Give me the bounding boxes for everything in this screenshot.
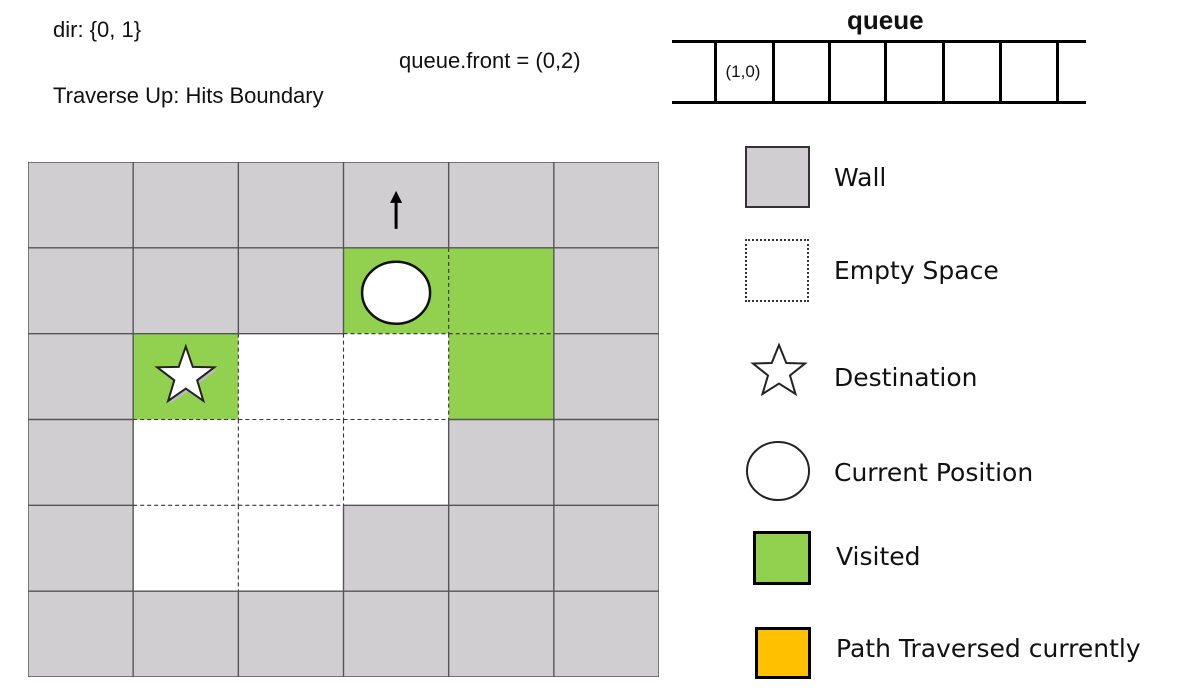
maze-grid-svg	[28, 162, 659, 677]
grid-cell-wall	[28, 247, 134, 334]
grid-cell-wall	[448, 591, 554, 677]
legend-path-label: Path Traversed currently	[836, 634, 1141, 663]
grid-cell-wall	[133, 247, 239, 334]
grid-cell-visited	[448, 247, 554, 334]
direction-arrow-up-icon	[390, 190, 403, 203]
current-position-circle	[360, 260, 432, 325]
grid-cell-wall	[343, 505, 449, 592]
grid-cell-wall	[133, 591, 239, 677]
legend-star-icon	[750, 342, 808, 397]
grid-cell-wall	[238, 591, 344, 677]
grid-cell-wall	[553, 333, 659, 420]
grid-cell-wall	[238, 162, 344, 248]
legend-wall-label: Wall	[834, 163, 887, 192]
destination-star-icon	[154, 343, 218, 404]
grid-cell-wall	[28, 505, 134, 592]
grid-cell-empty	[238, 419, 344, 506]
grid-cell-empty	[238, 505, 344, 592]
grid-cell-wall	[553, 591, 659, 677]
grid-cell-visited	[448, 333, 554, 420]
direction-label: dir: {0, 1}	[53, 17, 142, 42]
traverse-status-label: Traverse Up: Hits Boundary	[53, 83, 324, 108]
grid-cell-wall	[553, 419, 659, 506]
maze-grid	[28, 162, 659, 677]
queue-divider	[884, 43, 887, 101]
queue-item: (1,0)	[725, 62, 761, 81]
queue-divider	[828, 43, 831, 101]
legend-visited-label: Visited	[836, 542, 921, 571]
queue-divider	[999, 43, 1002, 101]
grid-cell-wall	[28, 162, 134, 248]
grid-cell-empty	[133, 419, 239, 506]
queue-front-label: queue.front = (0,2)	[399, 48, 581, 73]
queue-divider	[714, 43, 717, 101]
queue-divider	[772, 43, 775, 101]
grid-cell-wall	[553, 247, 659, 334]
queue-divider	[1056, 43, 1059, 101]
grid-cell-wall	[343, 591, 449, 677]
grid-cell-wall	[448, 505, 554, 592]
queue-box: (1,0)	[672, 40, 1086, 104]
grid-cell-empty	[343, 333, 449, 420]
grid-cell-wall	[28, 333, 134, 420]
queue-title: queue	[847, 5, 924, 35]
grid-cell-wall	[28, 591, 134, 677]
legend-circle-icon	[746, 441, 810, 501]
legend-wall-swatch	[745, 146, 810, 208]
grid-cell-wall	[28, 419, 134, 506]
grid-cell-wall	[448, 162, 554, 248]
grid-cell-wall	[238, 247, 344, 334]
legend-empty-label: Empty Space	[834, 256, 999, 285]
grid-cell-wall	[133, 162, 239, 248]
grid-cell-empty	[133, 505, 239, 592]
grid-cell-empty	[238, 333, 344, 420]
queue-divider	[942, 43, 945, 101]
grid-cell-wall	[448, 419, 554, 506]
grid-cell-empty	[343, 419, 449, 506]
legend-visited-swatch	[753, 531, 811, 585]
grid-cell-wall	[553, 162, 659, 248]
legend-destination-label: Destination	[834, 363, 978, 392]
legend-path-swatch	[755, 627, 811, 679]
legend-current-label: Current Position	[834, 458, 1034, 487]
grid-cell-wall	[553, 505, 659, 592]
legend-empty-swatch	[745, 239, 809, 302]
